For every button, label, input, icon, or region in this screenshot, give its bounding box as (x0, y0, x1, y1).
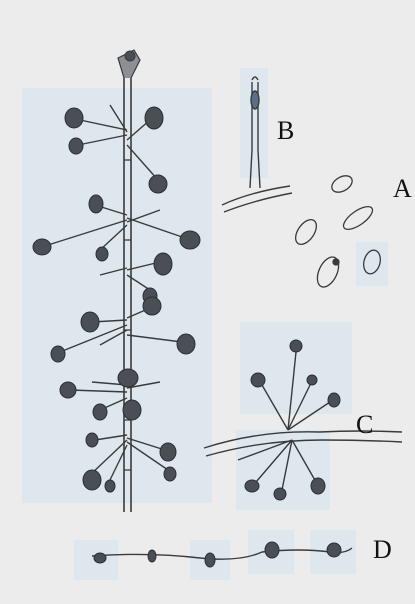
panel-b (240, 68, 268, 178)
figure-label-d: D (373, 537, 392, 563)
panel-a-cell (356, 242, 388, 286)
figure-label-b: B (277, 118, 294, 144)
panel-main-stalk (22, 88, 212, 503)
figure-label-c: C (356, 412, 373, 438)
figure-label-a: A (393, 176, 412, 202)
